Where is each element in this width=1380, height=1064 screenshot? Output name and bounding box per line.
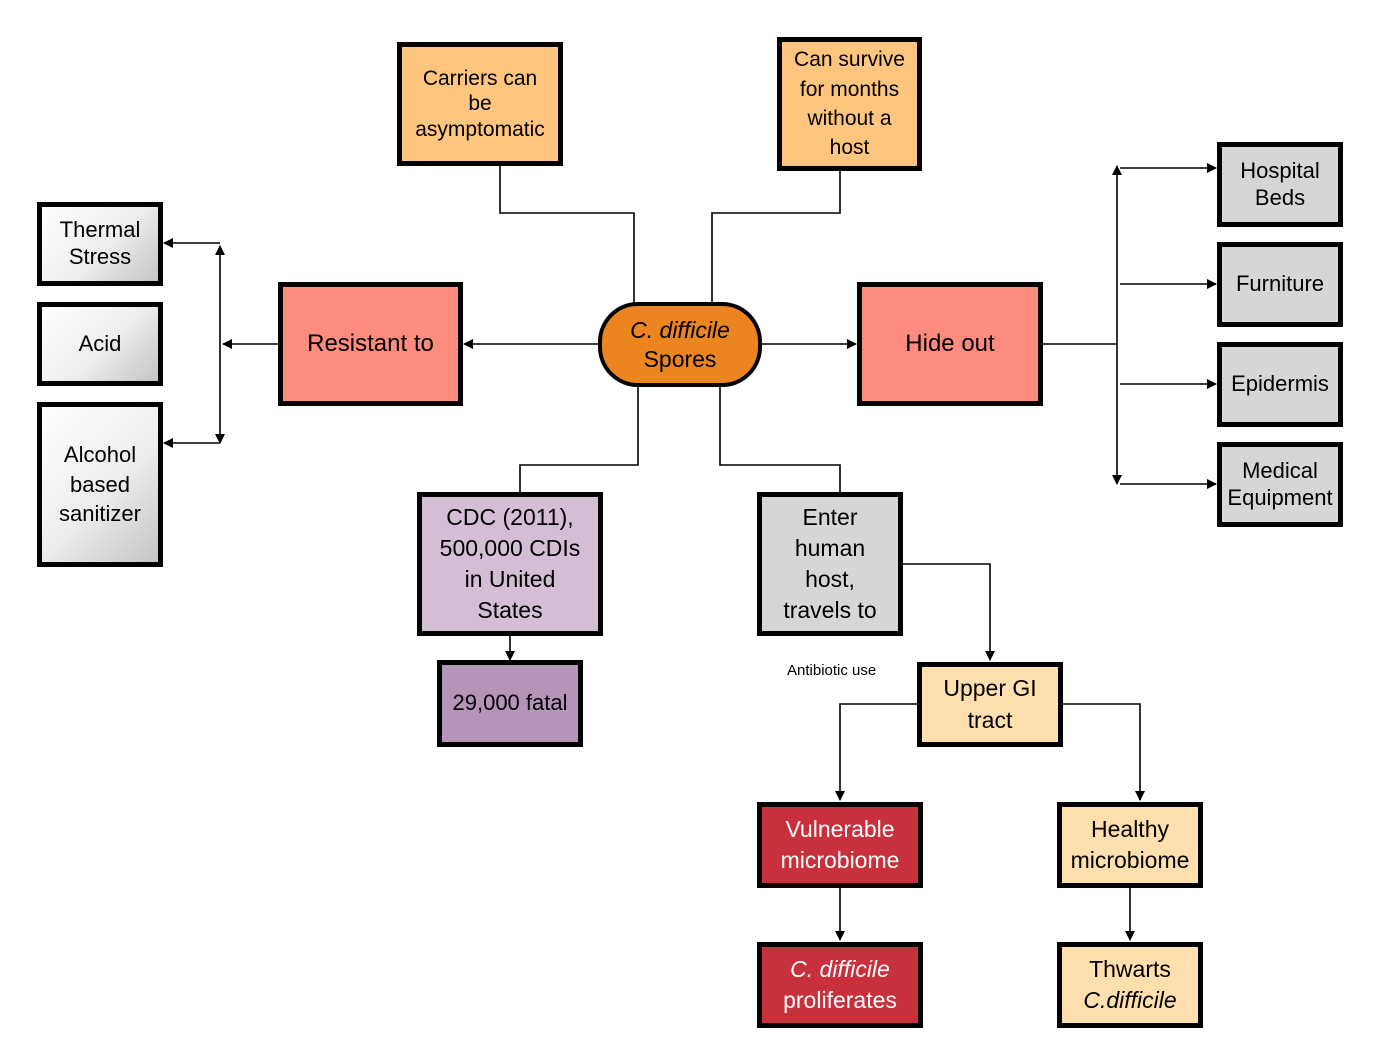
node-text-line: proliferates <box>783 987 897 1013</box>
node-text-line: host, <box>805 566 855 592</box>
line-carriers-center <box>499 165 635 304</box>
node-text-line: Can survive <box>794 48 905 72</box>
line-center-enter-host <box>719 385 841 493</box>
node-text-line: be <box>468 92 492 116</box>
center-node-c-difficile-spores: C. difficile Spores <box>598 302 762 387</box>
node-text-line: CDC (2011), <box>446 503 574 530</box>
node-text-line: human <box>794 534 866 561</box>
node-text-line: in United <box>464 566 556 592</box>
node-text-line: Healthy <box>1091 815 1169 842</box>
node-text-line: Hospital <box>1240 157 1320 183</box>
line-center-cdc <box>519 385 639 493</box>
node-text-line: sanitizer <box>59 501 141 527</box>
node-resistant-to: Resistant to <box>278 282 463 406</box>
node-text-line: Carriers can <box>422 66 538 90</box>
node-text: Furniture <box>1235 271 1325 297</box>
node-c-difficile-proliferates: C. difficile proliferates <box>757 942 923 1028</box>
node-text-line: microbiome <box>1070 847 1190 873</box>
node-text: Acid <box>78 330 122 356</box>
node-text-line: Equipment <box>1227 484 1333 510</box>
node-text-line: 500,000 CDIs <box>439 534 581 561</box>
node-text-line: Thermal <box>59 217 141 243</box>
node-thermal-stress: Thermal Stress <box>37 202 163 286</box>
node-text-line: without a <box>807 107 892 130</box>
node-text: Epidermis <box>1231 371 1329 397</box>
node-thwarts-c-difficile: Thwarts C.difficile <box>1057 942 1203 1028</box>
node-text-line: host <box>829 136 870 160</box>
node-text-line: Beds <box>1254 184 1306 210</box>
arrow-enter-host-upper-gi <box>902 563 995 661</box>
node-text: Hide out <box>905 330 995 358</box>
node-text-line: Stress <box>68 244 132 269</box>
node-cdc-2011: CDC (2011), 500,000 CDIs in United State… <box>417 492 603 636</box>
node-alcohol-sanitizer: Alcohol based sanitizer <box>37 402 163 567</box>
center-node-line1: C. difficile <box>630 317 730 344</box>
node-survive-months: Can survive for months without a host <box>777 37 922 171</box>
line-survive-center <box>711 170 841 304</box>
node-text-line: Enter <box>802 503 858 530</box>
node-hide-out: Hide out <box>857 282 1043 406</box>
node-furniture: Furniture <box>1217 242 1343 327</box>
node-text-line: Vulnerable <box>785 815 895 842</box>
node-healthy-microbiome: Healthy microbiome <box>1057 802 1203 888</box>
node-text-line: Medical <box>1242 457 1318 483</box>
node-text-line: based <box>70 471 130 497</box>
node-text-line: States <box>477 597 543 624</box>
node-text-line: C.difficile <box>1083 987 1177 1013</box>
node-text-line: Upper GI <box>943 675 1037 702</box>
node-vulnerable-microbiome: Vulnerable microbiome <box>757 802 923 888</box>
node-text: Resistant to <box>307 330 434 358</box>
node-text-line: for months <box>799 77 900 101</box>
node-enter-human-host: Enter human host, travels to <box>757 492 903 636</box>
node-text-line: asymptomatic <box>415 117 545 141</box>
edge-label-antibiotic-use: Antibiotic use <box>787 662 877 679</box>
node-text-line: tract <box>967 706 1013 733</box>
node-text-line: Thwarts <box>1089 955 1171 982</box>
node-acid: Acid <box>37 302 163 386</box>
arrow-upper-gi-healthy <box>1062 703 1145 801</box>
node-upper-gi-tract: Upper GI tract <box>917 662 1063 747</box>
node-hospital-beds: Hospital Beds <box>1217 142 1343 227</box>
node-text-line: travels to <box>783 597 877 624</box>
node-carriers-asymptomatic: Carriers can be asymptomatic <box>397 42 563 166</box>
node-text-line: C. difficile <box>790 955 890 982</box>
arrow-upper-gi-vulnerable <box>835 703 918 801</box>
node-medical-equipment: Medical Equipment <box>1217 442 1343 527</box>
node-epidermis: Epidermis <box>1217 342 1343 427</box>
center-node-line2: Spores <box>643 345 717 372</box>
node-text-line: microbiome <box>780 847 900 873</box>
node-text: 29,000 fatal <box>452 690 568 716</box>
node-text-line: Alcohol <box>63 441 137 467</box>
node-29000-fatal: 29,000 fatal <box>437 660 583 747</box>
